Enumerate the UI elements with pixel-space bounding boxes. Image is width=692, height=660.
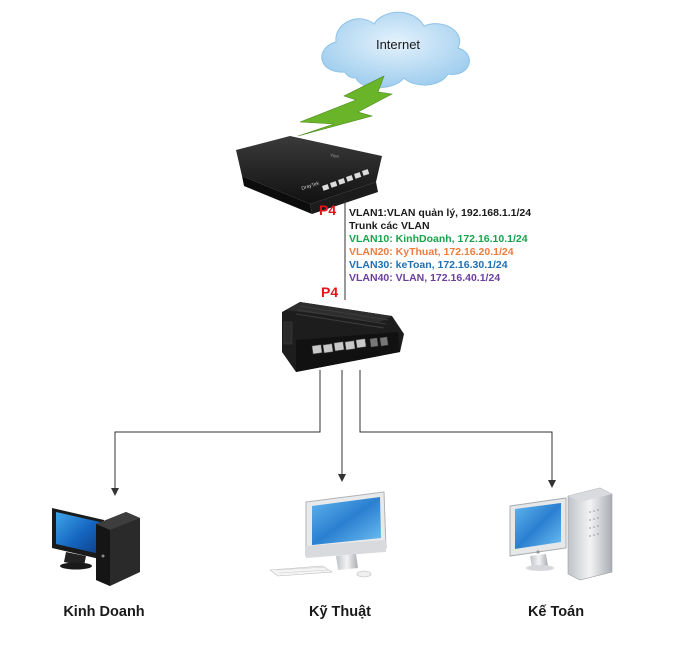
distribution-links bbox=[111, 370, 556, 496]
router-device: DrayTek Vigor bbox=[236, 136, 382, 214]
vlan-line-4: VLAN20: KyThuat, 172.16.20.1/24 bbox=[349, 246, 514, 258]
vlan-line-6: VLAN40: VLAN, 172.16.40.1/24 bbox=[349, 272, 500, 284]
vlan-line-3: VLAN10: KinhDoanh, 172.16.10.1/24 bbox=[349, 233, 528, 245]
internet-cloud: Internet bbox=[321, 11, 470, 89]
cloud-label: Internet bbox=[376, 37, 420, 52]
pc-label-ke-toan: Kế Toán bbox=[528, 604, 584, 620]
router-model: Vigor bbox=[330, 152, 341, 159]
link-kinh-doanh bbox=[111, 370, 321, 496]
vlan-line-2: Trunk các VLAN bbox=[349, 220, 430, 232]
pc-label-ky-thuat: Kỹ Thuật bbox=[309, 604, 371, 620]
switch-ports bbox=[311, 336, 389, 355]
pc-label-kinh-doanh: Kinh Doanh bbox=[63, 604, 144, 620]
vlan-line-5: VLAN30: keToan, 172.16.30.1/24 bbox=[349, 259, 508, 271]
desktop-tower-icon bbox=[52, 508, 140, 586]
router-brand: DrayTek bbox=[301, 180, 321, 192]
imac-icon bbox=[269, 491, 387, 578]
switch-port-label: P4 bbox=[321, 284, 338, 300]
router-port-label: P4 bbox=[319, 202, 336, 218]
router-ports bbox=[322, 169, 370, 191]
network-switch bbox=[282, 302, 404, 372]
vlan-line-1: VLAN1:VLAN quản lý, 192.168.1.1/24 bbox=[349, 207, 531, 219]
mac-pro-icon bbox=[509, 487, 613, 581]
lightning-icon bbox=[297, 75, 393, 137]
vlan-info: VLAN1:VLAN quản lý, 192.168.1.1/24 Trunk… bbox=[349, 207, 531, 284]
link-ke-toan bbox=[359, 370, 556, 488]
